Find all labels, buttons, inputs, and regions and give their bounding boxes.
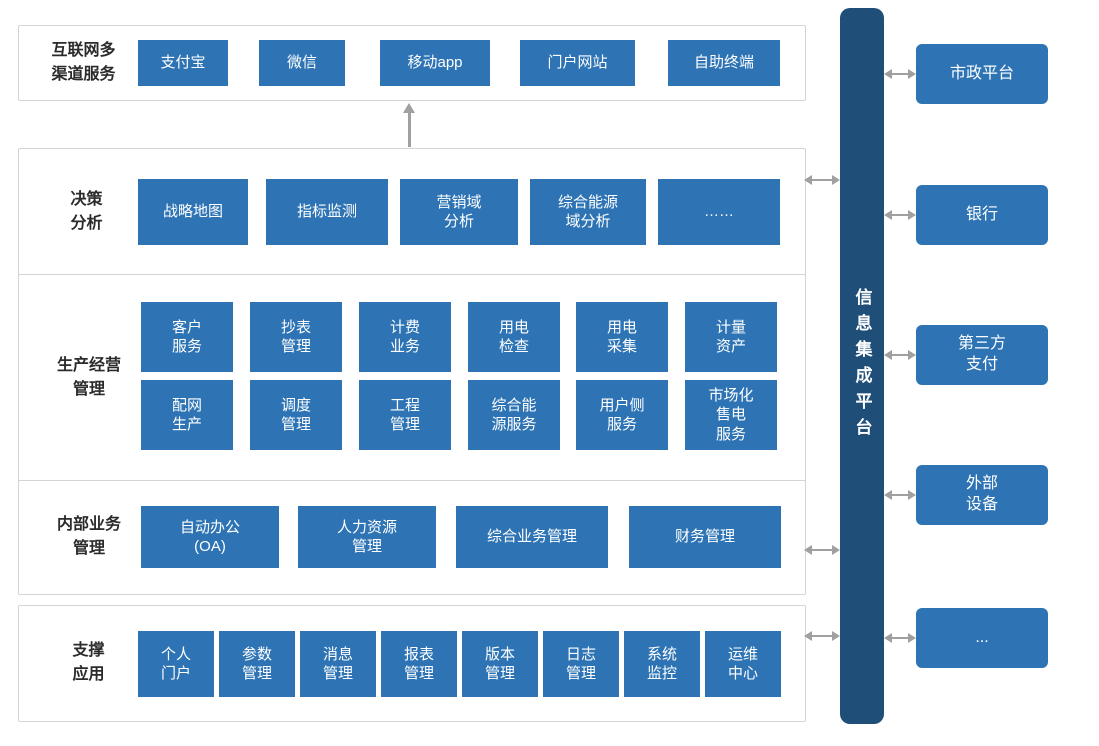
support-parameter-management: 参数 管理: [219, 631, 295, 697]
production-dispatch-management: 调度 管理: [250, 380, 342, 450]
decision-section: 决策 分析 战略地图 指标监测 营销域 分析 综合能源 域分析 ……: [18, 148, 806, 276]
bidirectional-arrow-icon: [884, 490, 916, 500]
production-engineering-management: 工程 管理: [359, 380, 451, 450]
up-arrow-icon: [403, 103, 415, 147]
production-metering-assets: 计量 资产: [685, 302, 777, 372]
support-report-management: 报表 管理: [381, 631, 457, 697]
support-operations-center: 运维 中心: [705, 631, 781, 697]
bidirectional-arrow-icon: [884, 350, 916, 360]
bidirectional-arrow-icon: [884, 69, 916, 79]
channel-wechat: 微信: [259, 40, 345, 86]
production-electricity-inspection: 用电 检查: [468, 302, 560, 372]
production-billing: 计费 业务: [359, 302, 451, 372]
channels-section-label: 互联网多 渠道服务: [51, 42, 116, 83]
channel-portal-website: 门户网站: [520, 40, 635, 86]
support-personal-portal: 个人 门户: [138, 631, 214, 697]
decision-marketing-analysis: 营销域 分析: [400, 179, 518, 245]
bidirectional-arrow-icon: [804, 631, 840, 641]
production-integrated-energy-service: 综合能 源服务: [468, 380, 560, 450]
internal-office-automation: 自动办公 (OA): [141, 506, 279, 568]
bidirectional-arrow-icon: [884, 210, 916, 220]
integration-platform-label: 信息集成平台: [852, 288, 872, 444]
bidirectional-arrow-icon: [804, 545, 840, 555]
internal-financial-management: 财务管理: [629, 506, 781, 568]
external-third-party-payment: 第三方 支付: [916, 325, 1048, 385]
external-municipal-platform: 市政平台: [916, 44, 1048, 104]
support-version-management: 版本 管理: [462, 631, 538, 697]
production-customer-service: 客户 服务: [141, 302, 233, 372]
support-system-monitoring: 系统 监控: [624, 631, 700, 697]
production-electricity-collection: 用电 采集: [576, 302, 668, 372]
decision-section-label: 决策 分析: [70, 191, 103, 232]
support-message-management: 消息 管理: [300, 631, 376, 697]
support-section-label: 支撑 应用: [72, 642, 105, 683]
support-section: 支撑 应用 个人 门户 参数 管理 消息 管理 报表 管理 版本 管理 日志 管…: [18, 605, 806, 722]
external-bank: 银行: [916, 185, 1048, 245]
internal-comprehensive-business: 综合业务管理: [456, 506, 608, 568]
bidirectional-arrow-icon: [884, 633, 916, 643]
support-log-management: 日志 管理: [543, 631, 619, 697]
bidirectional-arrow-icon: [804, 175, 840, 185]
channel-alipay: 支付宝: [138, 40, 228, 86]
external-devices: 外部 设备: [916, 465, 1048, 525]
production-market-electricity-sales: 市场化 售电 服务: [685, 380, 777, 450]
channels-section: 互联网多 渠道服务 支付宝 微信 移动app 门户网站 自助终端: [18, 25, 806, 101]
decision-energy-analysis: 综合能源 域分析: [530, 179, 646, 245]
internal-human-resources: 人力资源 管理: [298, 506, 436, 568]
internal-section-label: 内部业务 管理: [56, 516, 121, 557]
integration-platform-bar: 信息集成平台: [840, 8, 884, 724]
production-section-label: 生产经营 管理: [56, 357, 121, 398]
decision-strategic-map: 战略地图: [138, 179, 248, 245]
internal-section: 内部业务 管理 自动办公 (OA) 人力资源 管理 综合业务管理 财务管理: [18, 480, 806, 595]
production-distribution-production: 配网 生产: [141, 380, 233, 450]
production-section: 生产经营 管理 客户 服务 抄表 管理 计费 业务 用电 检查 用电 采集 计量…: [18, 274, 806, 482]
production-meter-reading: 抄表 管理: [250, 302, 342, 372]
decision-indicator-monitoring: 指标监测: [266, 179, 388, 245]
channel-mobile-app: 移动app: [380, 40, 490, 86]
decision-more-ellipsis: ……: [658, 179, 780, 245]
production-user-side-service: 用户侧 服务: [576, 380, 668, 450]
channel-self-service-terminal: 自助终端: [668, 40, 780, 86]
external-more-ellipsis: ...: [916, 608, 1048, 668]
